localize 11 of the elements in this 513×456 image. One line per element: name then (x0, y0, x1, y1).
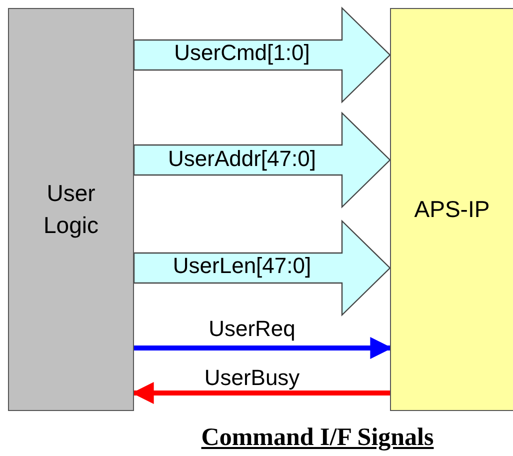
edge-label: UserCmd[1:0] (174, 42, 310, 64)
block-label: APS-IP (413, 194, 491, 224)
edge-label: UserLen[47:0] (172, 255, 312, 277)
block-label: User Logic (42, 179, 100, 240)
edge-label: UserBusy (204, 367, 300, 389)
block-box (8, 8, 134, 411)
arrow (134, 337, 392, 359)
edge-label: UserAddr[47:0] (168, 148, 316, 170)
diagram-title: Command I/F Signals (201, 424, 434, 451)
block-box (390, 8, 513, 411)
edge-label: UserReq (208, 318, 296, 340)
